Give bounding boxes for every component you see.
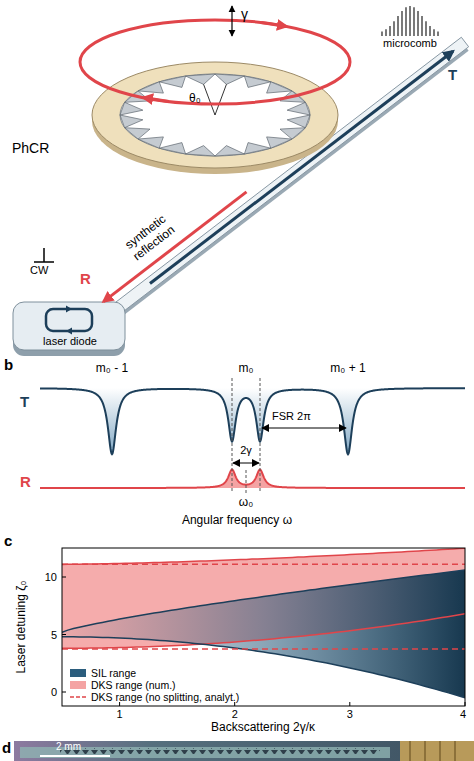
orbit-arrow xyxy=(144,98,169,102)
panel-letter: d xyxy=(2,739,11,756)
angle-line xyxy=(204,84,215,115)
ring-hole xyxy=(120,74,310,156)
transmission-fill xyxy=(40,388,465,454)
panel-letter: b xyxy=(4,356,13,373)
photonic-crystal-teeth xyxy=(120,74,310,156)
splitting-label: 2γ xyxy=(240,444,252,457)
sil-boundary xyxy=(62,570,465,632)
analytic-bound xyxy=(62,564,465,566)
legend-row: DKS range (num.) xyxy=(70,679,239,691)
reflection-label: R xyxy=(80,270,91,287)
microcomb-lines xyxy=(382,6,438,36)
spectrum-curves xyxy=(40,388,465,488)
axis-title: Laser detuning ζ₀ xyxy=(15,581,29,674)
center-frequency: ω₀ xyxy=(239,496,253,510)
reflection-fill xyxy=(40,470,465,488)
analytic-bound xyxy=(62,648,465,650)
tick-label: 0 xyxy=(51,686,57,699)
mode-guide-line xyxy=(232,378,233,492)
plot-frame xyxy=(62,548,465,706)
axis-title: Backscattering 2γ/κ xyxy=(211,721,315,735)
tick-label: 5 xyxy=(51,628,57,641)
tick-label: 10 xyxy=(45,571,57,584)
tick-label: 3 xyxy=(347,708,353,721)
laser-cavity-loop xyxy=(46,309,92,331)
chip-photo xyxy=(14,741,474,761)
scale-label: 2 mm xyxy=(56,741,81,753)
pad-wires xyxy=(410,741,455,761)
ring-top xyxy=(92,62,338,168)
trace-label: T xyxy=(20,393,29,410)
microcomb-label: microcomb xyxy=(383,37,437,50)
legend-row: SIL range xyxy=(70,667,239,679)
gold-pads xyxy=(400,741,474,761)
legend-row: DKS range (no splitting, analyt.) xyxy=(70,691,239,703)
center-guide-line xyxy=(246,470,247,495)
angle-line xyxy=(215,84,226,115)
transmission-arrow xyxy=(150,51,453,283)
legend-swatch xyxy=(70,669,86,677)
chip-pattern xyxy=(60,748,380,754)
trace-label: R xyxy=(20,473,31,490)
fsr-label: FSR 2π xyxy=(272,410,311,423)
laser-top xyxy=(13,302,125,350)
tick-label: 4 xyxy=(460,708,466,721)
tick-label: 2 xyxy=(232,708,238,721)
dks-boundary xyxy=(62,548,465,564)
legend-box: SIL rangeDKS range (num.)DKS range (no s… xyxy=(70,667,239,703)
coupling-symbol: γ xyxy=(241,6,248,22)
sil-range-area xyxy=(62,570,465,698)
legend-swatch xyxy=(70,681,86,689)
mode-number: m₀ - 1 xyxy=(96,362,128,376)
reflection-note: synthetic reflection xyxy=(112,205,188,272)
axis-ticks xyxy=(62,577,465,706)
cw-label: CW xyxy=(30,264,48,277)
range-curves xyxy=(62,548,465,697)
laser-shape xyxy=(10,298,130,360)
coupling-arrow xyxy=(231,6,232,36)
mode-number: m₀ + 1 xyxy=(330,362,365,376)
ring-resonator: PhCR xyxy=(90,60,340,180)
legend-text: DKS range (no splitting, analyt.) xyxy=(91,691,239,703)
ring-shape xyxy=(90,60,340,180)
laser-diode-box: laser diode xyxy=(10,298,130,360)
axis-title: Angular frequency ω xyxy=(182,514,292,528)
reflection-trace xyxy=(40,470,465,488)
fsr-arrow xyxy=(262,428,346,429)
panel-letter: c xyxy=(4,532,12,549)
circulating-light-orbit xyxy=(80,20,350,104)
tick-label: 1 xyxy=(117,708,123,721)
loop-arrow xyxy=(66,306,72,313)
ring-name: PhCR xyxy=(12,140,49,156)
transmission-label: T xyxy=(448,66,457,83)
laser-name: laser diode xyxy=(43,335,97,348)
mode-guide-line xyxy=(260,378,261,492)
legend-dash xyxy=(70,696,86,698)
orbit-arrow xyxy=(261,23,286,27)
legend-line-sample xyxy=(70,693,86,701)
angle-label: θ₀ xyxy=(189,92,201,106)
legend-text: DKS range (num.) xyxy=(91,679,176,691)
transmission-trace xyxy=(40,388,465,454)
reflection-arrow xyxy=(104,192,247,302)
sil-boundary xyxy=(62,637,465,698)
loop-arrow xyxy=(66,328,72,335)
mode-number: m₀ xyxy=(239,362,254,376)
scale-bar xyxy=(40,755,110,757)
legend-text: SIL range xyxy=(91,667,136,679)
splitting-arrow xyxy=(233,463,259,464)
cw-symbol xyxy=(43,248,45,262)
